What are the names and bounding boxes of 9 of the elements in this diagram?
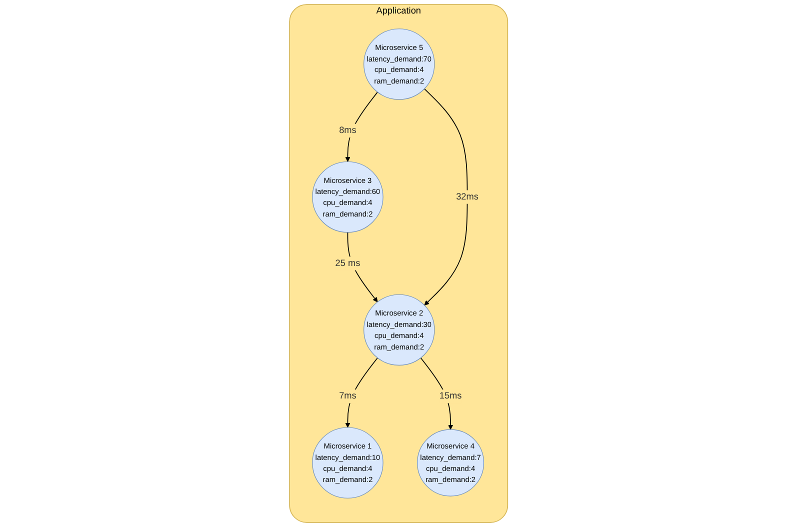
edge-label: 32ms <box>456 192 478 202</box>
edge-label: 25 ms <box>335 258 360 268</box>
edge-label: 7ms <box>338 391 356 401</box>
arrow <box>420 357 453 430</box>
arrow <box>345 92 378 162</box>
arrow <box>345 357 378 428</box>
arrow <box>424 88 468 306</box>
edge-label: 15ms <box>439 391 462 401</box>
edge-label: 8ms <box>338 125 356 136</box>
